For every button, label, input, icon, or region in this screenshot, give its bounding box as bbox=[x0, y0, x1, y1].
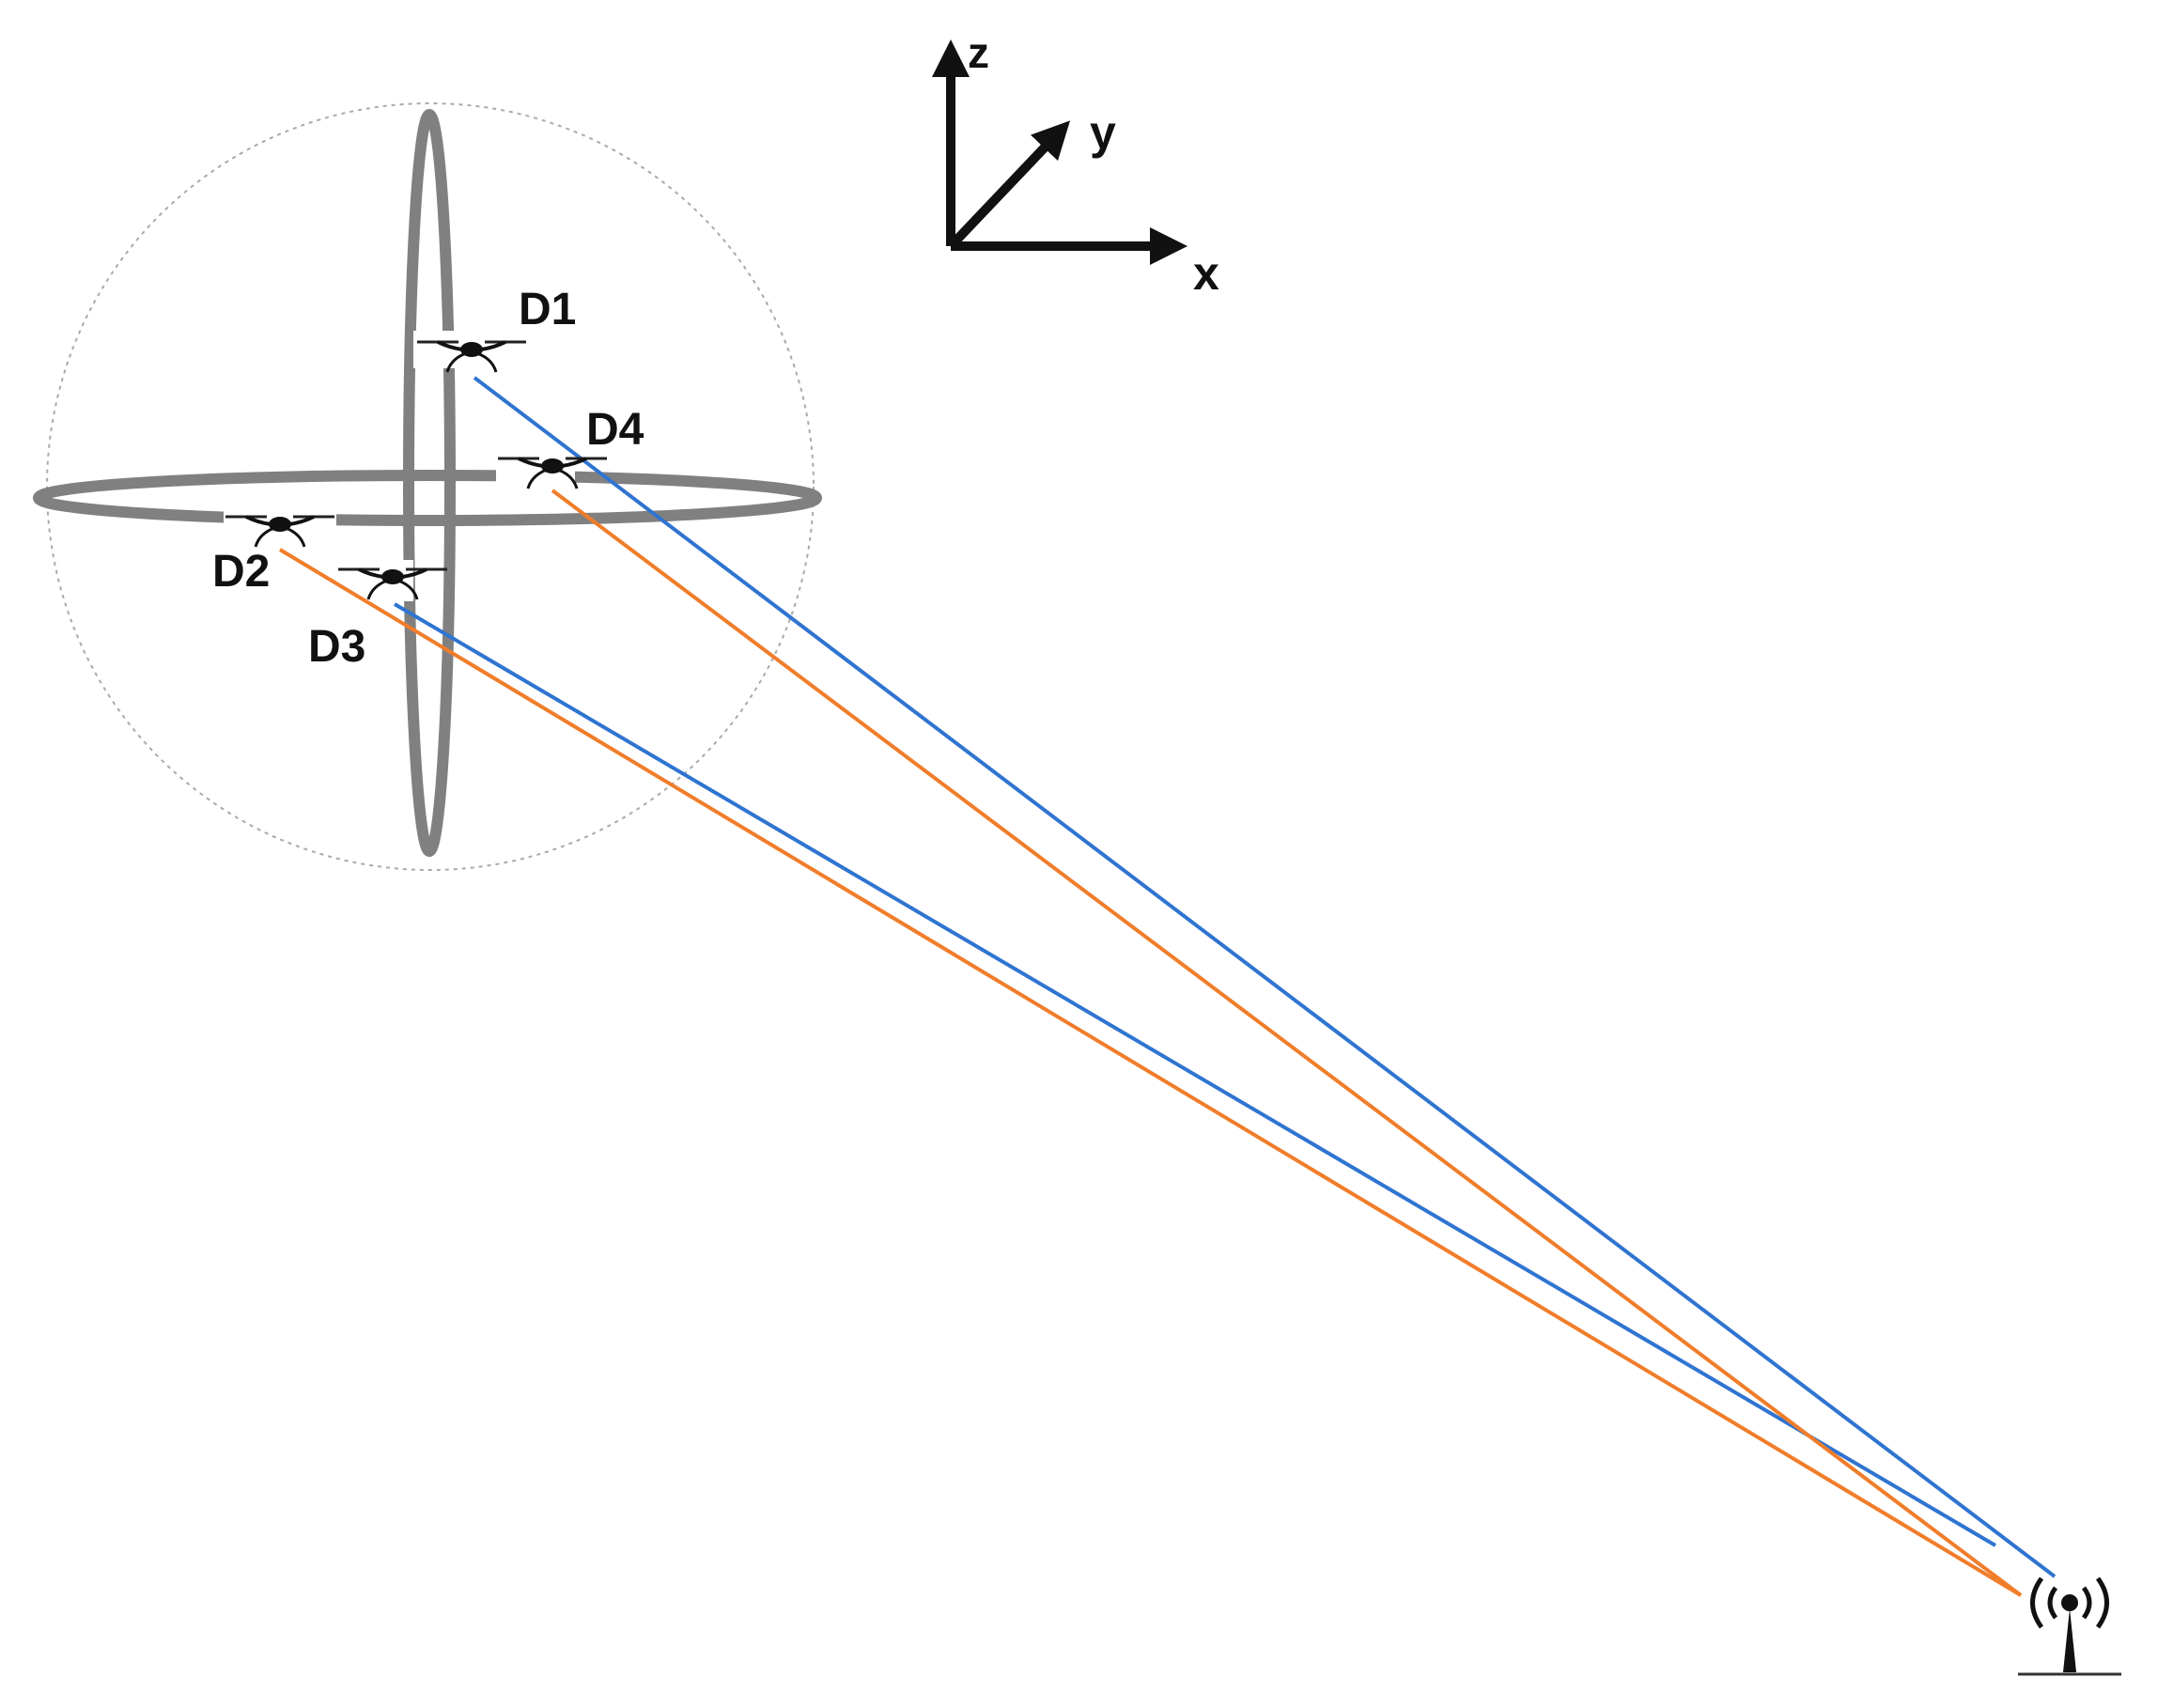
axis-label-x: x bbox=[1193, 247, 1219, 300]
radio-tower-icon bbox=[2018, 1576, 2121, 1676]
bounding-sphere bbox=[46, 102, 815, 871]
drone-label-d3: D3 bbox=[308, 622, 365, 672]
link-d2-orange bbox=[278, 548, 2023, 1597]
link-d4-orange bbox=[551, 489, 2023, 1597]
axis-label-z: z bbox=[968, 28, 989, 77]
link-d1-blue bbox=[473, 376, 2057, 1578]
horizontal-ring bbox=[33, 470, 822, 526]
coordinate-axes: z y x bbox=[932, 28, 1219, 300]
vertical-ring bbox=[403, 109, 456, 857]
drone-label-d2: D2 bbox=[212, 547, 270, 597]
drone-label-d4: D4 bbox=[586, 405, 644, 455]
axis-label-y: y bbox=[1090, 106, 1116, 159]
link-d3-blue bbox=[393, 602, 1997, 1547]
drone-label-d1: D1 bbox=[519, 285, 576, 334]
